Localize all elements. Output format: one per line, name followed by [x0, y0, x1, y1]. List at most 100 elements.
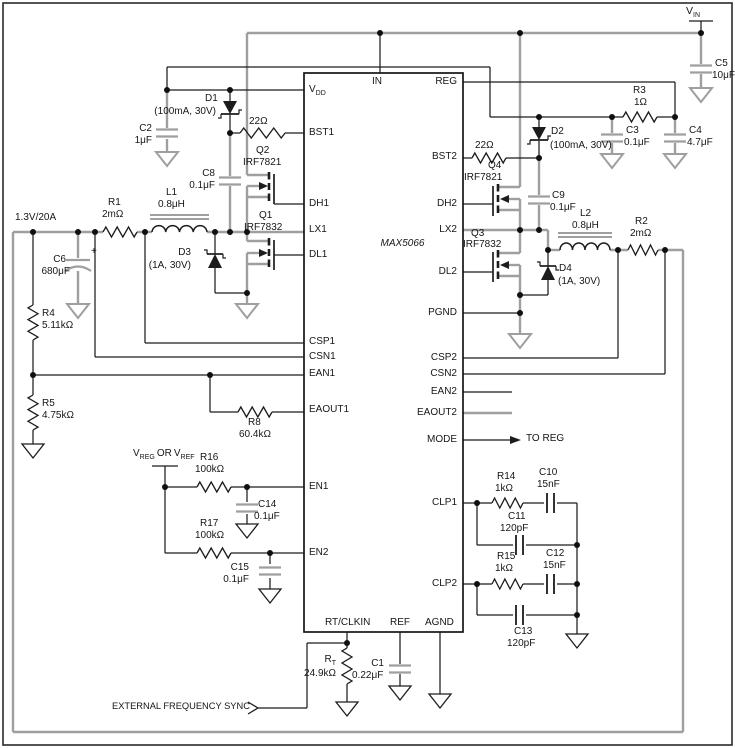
c15-value: 0.1μF: [223, 574, 249, 585]
ic-part-number: MAX5066: [380, 238, 425, 249]
q1-value: IRF7832: [244, 222, 283, 233]
c2-ref: C2: [139, 123, 152, 134]
c13-ref: C13: [514, 626, 533, 637]
c14-ref: C14: [258, 499, 277, 510]
c10-value: 15nF: [537, 479, 560, 490]
c1-value: 0.22μF: [352, 670, 384, 681]
pin-label-csn2: CSN2: [430, 368, 457, 379]
c12-value: 15nF: [543, 560, 566, 571]
q2-value: IRF7821: [243, 157, 282, 168]
c9-value: 0.1μF: [550, 202, 576, 213]
pin-label-clp1: CLP1: [431, 497, 457, 508]
ic-outline: [303, 72, 464, 633]
pin-label-ean2: EAN2: [430, 386, 457, 397]
q1-ref: Q1: [259, 210, 273, 221]
c4-ref: C4: [689, 125, 702, 136]
l1-ref: L1: [166, 187, 178, 198]
pin-label-lx1: LX1: [309, 224, 327, 235]
c5-value: 10μF: [712, 70, 735, 81]
pin-label-csn1: CSN1: [309, 351, 336, 362]
vreg-base: V: [133, 448, 140, 459]
r8-ref: R8: [248, 417, 261, 428]
c10-ref: C10: [539, 467, 558, 478]
d3-value: (1A, 30V): [148, 260, 191, 271]
c12-ref: C12: [546, 548, 565, 559]
r3-value: 1Ω: [634, 97, 648, 108]
q2-ref: Q2: [256, 145, 270, 156]
q3-value: IRF7832: [463, 239, 502, 250]
vdd-base: V: [309, 84, 316, 95]
r1-ref: R1: [108, 197, 121, 208]
vdd-sub: DD: [315, 90, 326, 97]
pin-label-bst2: BST2: [431, 151, 457, 162]
pin-label-eaout1: EAOUT1: [309, 404, 350, 415]
vreg-sub: REG: [139, 454, 155, 461]
c2-value: 1μF: [134, 135, 152, 146]
c6-value: 680μF: [41, 266, 70, 277]
c3-value: 0.1μF: [624, 137, 650, 148]
pin-label-pgnd: PGND: [428, 307, 457, 318]
r5-ref: R5: [42, 398, 55, 409]
r1-value: 2mΩ: [102, 209, 124, 220]
r2-ref: R2: [635, 216, 648, 227]
c8-ref: C8: [202, 168, 215, 179]
pin-label-mode: MODE: [427, 434, 457, 445]
r17-value: 100kΩ: [195, 530, 225, 541]
d2-ref: D2: [551, 126, 564, 137]
r2-value: 2mΩ: [630, 228, 652, 239]
vin-base: V: [686, 5, 694, 17]
r14-ref: R14: [497, 471, 516, 482]
l1-value: 0.8μH: [158, 199, 185, 210]
c9-ref: C9: [552, 190, 565, 201]
or-word: OR: [156, 448, 172, 459]
q4-value: IRF7821: [464, 172, 503, 183]
junction-dots: [30, 30, 704, 646]
d4-value: (1A, 30V): [558, 276, 601, 287]
pin-label-vdd: VDD: [309, 84, 326, 97]
r5-value: 4.75kΩ: [42, 410, 74, 421]
pin-label-csp2: CSP2: [430, 352, 457, 363]
r4-value: 5.11kΩ: [42, 320, 74, 331]
c3-ref: C3: [626, 125, 639, 136]
pin-label-clp2: CLP2: [431, 578, 457, 589]
r16-ref: R16: [200, 452, 219, 463]
signal-wires: [32, 20, 713, 709]
pin-label-eaout2: EAOUT2: [416, 407, 457, 418]
c8-value: 0.1μF: [189, 180, 215, 191]
c14-value: 0.1μF: [254, 511, 280, 522]
r15-ref: R15: [497, 551, 516, 562]
c5-ref: C5: [715, 58, 728, 69]
c1-ref: C1: [371, 658, 384, 669]
q4-ref: Q4: [488, 160, 502, 171]
pin-label-lx2: LX2: [439, 224, 457, 235]
pin-label-rt-clkin: RT/CLKIN: [325, 617, 371, 628]
r4-ref: R4: [42, 308, 55, 319]
l2-value: 0.8μH: [572, 220, 599, 231]
output-rating-label: 1.3V/20A: [15, 212, 57, 223]
c4-value: 4.7μF: [687, 137, 713, 148]
pin-label-agnd: AGND: [425, 617, 454, 628]
vin-terminal-label: VIN: [686, 5, 700, 19]
l2-ref: L2: [580, 208, 592, 219]
rt-value: 24.9kΩ: [304, 668, 336, 679]
pin-label-en2: EN2: [309, 547, 329, 558]
pin-label-dl2: DL2: [438, 266, 457, 277]
r17-ref: R17: [200, 518, 219, 529]
rt-base: R: [324, 654, 332, 665]
pin-label-in: IN: [372, 76, 382, 87]
vref-base: V: [173, 448, 181, 459]
pin-label-en1: EN1: [309, 481, 329, 492]
pin-label-dh2: DH2: [436, 198, 457, 209]
q3-ref: Q3: [471, 228, 485, 239]
d2-value: (100mA, 30V): [550, 140, 612, 151]
d1-ref: D1: [205, 93, 218, 104]
r14-value: 1kΩ: [495, 483, 514, 494]
rbst1-value: 22Ω: [249, 116, 268, 127]
pin-label-reg: REG: [435, 76, 457, 87]
d3-ref: D3: [178, 247, 191, 258]
to-reg-label: TO REG: [526, 433, 565, 444]
vref-sub: REF: [180, 454, 195, 461]
